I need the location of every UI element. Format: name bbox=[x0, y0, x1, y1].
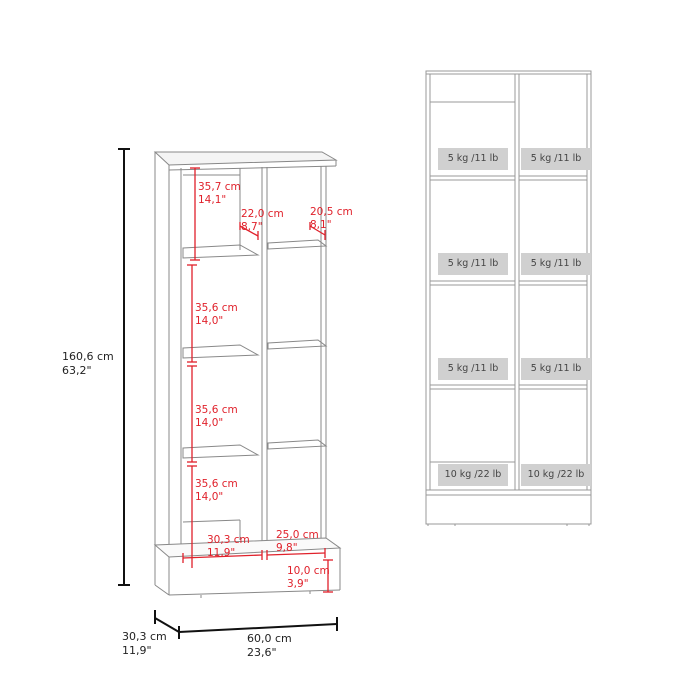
inner-width-left: 30,3 cm 11,9" bbox=[207, 534, 250, 560]
width-cm: 60,0 cm bbox=[247, 632, 292, 645]
cm: 35,6 cm bbox=[195, 478, 238, 490]
overall-height-label: 160,6 cm 63,2" bbox=[62, 350, 114, 378]
base-height: 10,0 cm 3,9" bbox=[287, 565, 330, 591]
load-rating-r4-right: 10 kg /22 lb bbox=[521, 464, 591, 486]
compartment-2-height: 35,6 cm 14,0" bbox=[195, 302, 238, 328]
overall-dimension-lines bbox=[118, 148, 338, 639]
load-rating-r3-left: 5 kg /11 lb bbox=[438, 358, 508, 380]
cm: 22,0 cm bbox=[241, 208, 284, 220]
compartment-3-height: 35,6 cm 14,0" bbox=[195, 404, 238, 430]
in: 8,1" bbox=[310, 219, 332, 231]
cm: 35,7 cm bbox=[198, 181, 241, 193]
load-rating-r2-right: 5 kg /11 lb bbox=[521, 253, 591, 275]
cm: 35,6 cm bbox=[195, 302, 238, 314]
in: 9,8" bbox=[276, 542, 298, 554]
in: 14,1" bbox=[198, 194, 227, 206]
cm: 30,3 cm bbox=[207, 534, 250, 546]
compartment-1-height: 35,7 cm 14,1" bbox=[198, 181, 241, 207]
in: 3,9" bbox=[287, 578, 309, 590]
in: 14,0" bbox=[195, 491, 224, 503]
cm: 20,5 cm bbox=[310, 206, 353, 218]
depth-in: 11,9" bbox=[122, 644, 152, 657]
load-rating-r1-left: 5 kg /11 lb bbox=[438, 148, 508, 170]
bookcase-perspective bbox=[153, 151, 342, 598]
shelf-depth-right: 20,5 cm 8,1" bbox=[310, 206, 353, 232]
shelf-depth-left: 22,0 cm 8,7" bbox=[241, 208, 284, 234]
cm: 25,0 cm bbox=[276, 529, 319, 541]
bookcase-front-view bbox=[425, 70, 592, 526]
red-dimension-lines bbox=[182, 167, 333, 593]
height-cm: 160,6 cm bbox=[62, 350, 114, 363]
depth-cm: 30,3 cm bbox=[122, 630, 167, 643]
in: 14,0" bbox=[195, 417, 224, 429]
load-rating-r3-right: 5 kg /11 lb bbox=[521, 358, 591, 380]
cm: 10,0 cm bbox=[287, 565, 330, 577]
width-in: 23,6" bbox=[247, 646, 277, 659]
cm: 35,6 cm bbox=[195, 404, 238, 416]
in: 8,7" bbox=[241, 221, 263, 233]
load-rating-r2-left: 5 kg /11 lb bbox=[438, 253, 508, 275]
load-rating-r4-left: 10 kg /22 lb bbox=[438, 464, 508, 486]
in: 11,9" bbox=[207, 547, 236, 559]
width-label: 60,0 cm 23,6" bbox=[247, 632, 292, 660]
inner-width-right: 25,0 cm 9,8" bbox=[276, 529, 319, 555]
compartment-4-height: 35,6 cm 14,0" bbox=[195, 478, 238, 504]
height-in: 63,2" bbox=[62, 364, 92, 377]
in: 14,0" bbox=[195, 315, 224, 327]
depth-label: 30,3 cm 11,9" bbox=[122, 630, 167, 658]
load-rating-r1-right: 5 kg /11 lb bbox=[521, 148, 591, 170]
